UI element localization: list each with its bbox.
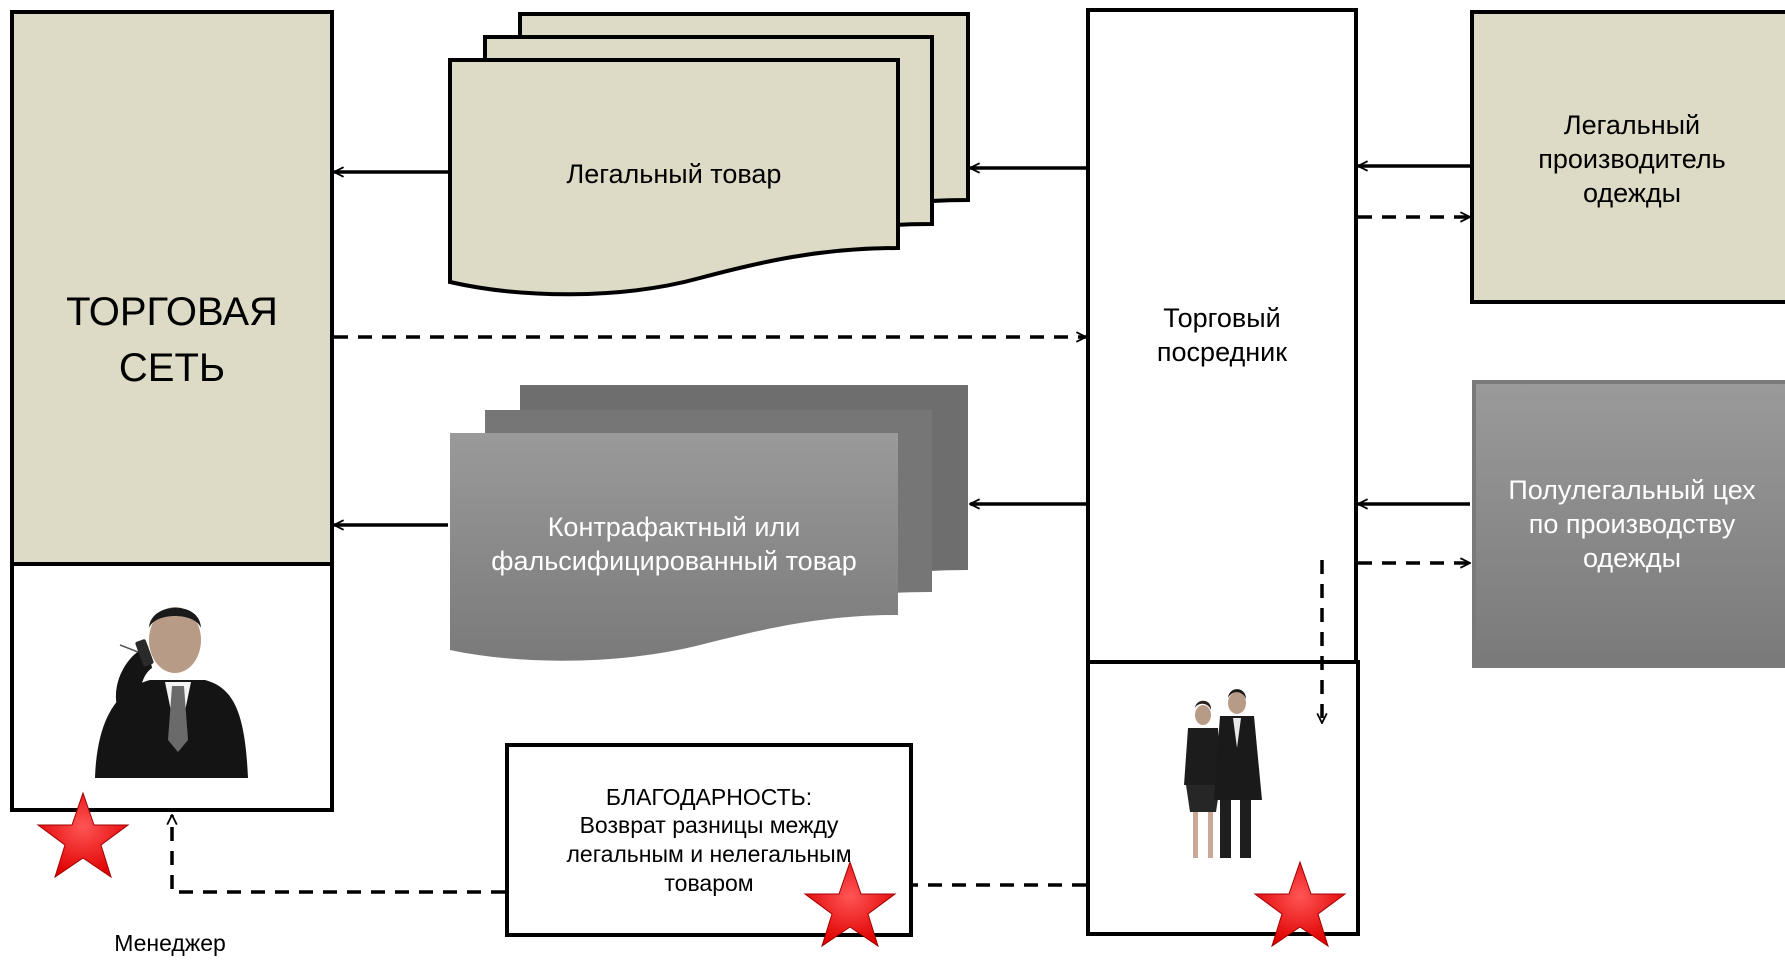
intermediary-label: Торговый посредник (1088, 296, 1356, 376)
gratitude-label-line1: БЛАГОДАРНОСТЬ: (605, 783, 813, 810)
businessman-on-phone-photo (95, 607, 248, 778)
manager-caption: Менеджер (114, 929, 226, 956)
gratitude-label-line3: легальным и нелегальным (566, 841, 852, 867)
legal-manufacturer-label-line2: производитель (1538, 144, 1726, 175)
arrow-gratitude-to-manager-dashed (172, 815, 505, 894)
intermediary-label-line2: посредник (1156, 337, 1288, 367)
counterfeit-goods-label: Контрафактный или фальсифицированный тов… (450, 500, 898, 590)
star-icon (36, 791, 130, 879)
legal-goods-sheet-front (448, 58, 900, 297)
counterfeit-goods-label-line1: Контрафактный или (547, 512, 801, 543)
counterfeit-goods-label-line2: фальсифицированный товар (491, 546, 857, 576)
business-couple-photo (1184, 689, 1262, 858)
intermediary-box (1086, 8, 1360, 936)
trade-network-beige-area (10, 10, 334, 566)
legal-goods-stack (448, 12, 970, 297)
semilegal-workshop-label-line2: по производству (1528, 509, 1736, 540)
counterfeit-sheet-front (450, 433, 898, 661)
legal-manufacturer-box (1470, 10, 1785, 304)
intermediary-upper-area (1086, 8, 1358, 664)
gratitude-label-line4: товаром (664, 869, 754, 896)
semilegal-workshop-box (1472, 380, 1785, 668)
semilegal-workshop-label: Полулегальный цех по производству одежды (1472, 465, 1785, 585)
legal-goods-label: Легальный товар (566, 159, 782, 190)
trade-network-label-line1: ТОРГОВАЯ (66, 290, 278, 334)
gratitude-label-line2: Возврат разницы между (579, 812, 839, 839)
connectors (172, 166, 1470, 894)
semilegal-workshop-label-line3: одежды (1582, 542, 1682, 573)
star-icon (803, 860, 897, 948)
legal-manufacturer-label-line3: одежды (1582, 177, 1682, 208)
semilegal-workshop-label-line1: Полулегальный цех (1508, 475, 1756, 506)
counterfeit-goods-stack (450, 385, 968, 661)
legal-manufacturer-label-line1: Легальный (1563, 110, 1701, 141)
trade-network-label-line2: СЕТЬ (118, 346, 226, 390)
star-icon (1253, 860, 1347, 948)
trade-network-label: ТОРГОВАЯ СЕТЬ (12, 280, 332, 400)
stars (36, 791, 1347, 948)
intermediary-label-line1: Торговый (1163, 303, 1281, 334)
legal-manufacturer-label: Легальный производитель одежды (1472, 100, 1785, 220)
gratitude-label: БЛАГОДАРНОСТЬ: Возврат разницы между лег… (507, 775, 911, 905)
